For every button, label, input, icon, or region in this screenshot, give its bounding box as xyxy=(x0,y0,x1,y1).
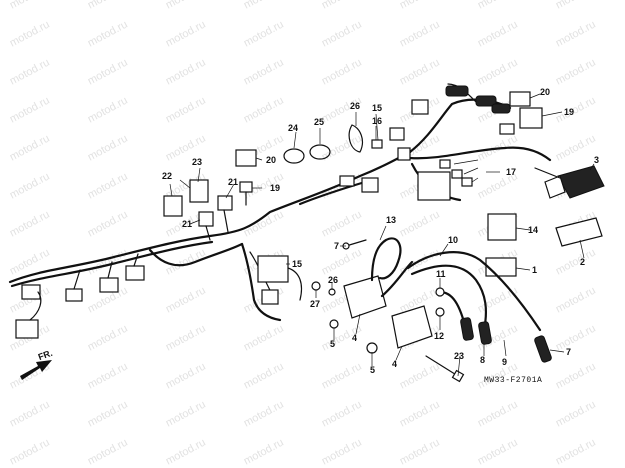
callout-5: 5 xyxy=(370,365,376,375)
callout-24: 26 xyxy=(328,275,339,285)
fuse-box xyxy=(417,171,451,201)
ignition-coil-lower xyxy=(391,305,433,349)
callout-14: 15 xyxy=(372,103,383,113)
callout-7: 9 xyxy=(502,357,508,367)
callout-18: 20 xyxy=(266,155,277,165)
clamp-21-left xyxy=(283,148,305,164)
screw-5b xyxy=(366,342,378,354)
relay-20-left xyxy=(163,195,183,217)
grommet-9 xyxy=(435,287,445,297)
connector-15 xyxy=(397,147,411,161)
fuse-27 xyxy=(461,177,473,187)
fuse-26a xyxy=(439,159,451,169)
callout-20: 23 xyxy=(192,157,203,167)
clip-22 xyxy=(348,124,364,153)
plug-cap-mid xyxy=(478,321,492,345)
screw-25 xyxy=(311,281,321,291)
callout-3: 3 xyxy=(594,155,600,165)
callout-11: 13 xyxy=(386,215,397,225)
callout-15: 16 xyxy=(372,116,383,126)
module-1 xyxy=(485,257,517,277)
plug-cap-right xyxy=(534,335,552,363)
callout-19: 21 xyxy=(228,177,239,187)
connector-19b xyxy=(217,195,233,211)
bolt-23 xyxy=(425,355,459,377)
connector-c xyxy=(65,288,83,302)
center-connector xyxy=(361,177,379,193)
connector-17-upper xyxy=(239,181,253,193)
plug-cap-left xyxy=(460,317,474,341)
relay-20-right xyxy=(189,179,209,203)
callout-13: 15 xyxy=(292,259,303,269)
drawing-code: MW33-F2701A xyxy=(484,376,543,385)
callout-21: 24 xyxy=(288,123,299,133)
connector-e xyxy=(125,265,145,281)
callout-7: 8 xyxy=(480,355,486,365)
callout-17: 19 xyxy=(270,183,281,193)
callout-12: 14 xyxy=(528,225,539,235)
callout-15: 17 xyxy=(506,167,517,177)
callout-1: 1 xyxy=(532,265,538,275)
top-connector-a xyxy=(445,85,469,97)
unit-2 xyxy=(555,217,603,247)
callout-6: 7 xyxy=(566,347,572,357)
connector-14 xyxy=(389,127,405,141)
top-connector-b xyxy=(475,95,497,107)
clamp-21-right xyxy=(309,144,331,160)
callout-5: 5 xyxy=(330,339,336,349)
callout-4: 4 xyxy=(392,359,398,369)
connector-d xyxy=(99,277,119,293)
callout-6: 7 xyxy=(334,241,340,251)
screw-5a xyxy=(329,319,339,329)
callout-20: 22 xyxy=(162,171,173,181)
callout-17: 20 xyxy=(540,87,551,97)
module-12 xyxy=(487,213,517,241)
top-connector-c xyxy=(491,103,511,114)
front-arrow-icon xyxy=(20,360,52,380)
callout-25: 27 xyxy=(310,299,321,309)
callout-23: 23 xyxy=(454,351,465,361)
callout-9: 11 xyxy=(436,269,446,279)
clip-14 xyxy=(371,139,383,149)
callout-4: 4 xyxy=(352,333,358,343)
main-harness-trunk xyxy=(8,150,412,284)
relay-16 xyxy=(519,107,543,129)
center-connector-b xyxy=(339,175,355,187)
relay-17-right xyxy=(509,91,531,107)
grommet-10 xyxy=(435,307,445,317)
relay-18-upper xyxy=(235,149,257,167)
callout-10: 12 xyxy=(434,331,445,341)
callout-21: 25 xyxy=(314,117,325,127)
callout-8: 10 xyxy=(448,235,459,245)
callout-19: 21 xyxy=(182,219,193,229)
connector-16b xyxy=(499,123,515,135)
top-connector-d xyxy=(411,99,429,115)
relay-19 xyxy=(198,211,214,227)
ignition-coil-upper xyxy=(343,275,387,319)
left-connector-a xyxy=(21,284,41,300)
callout-16: 19 xyxy=(564,107,575,117)
unit-3 xyxy=(557,165,605,199)
callout-2: 2 xyxy=(580,257,586,267)
callout-22: 26 xyxy=(350,101,361,111)
control-unit-13 xyxy=(257,255,289,283)
connector-13b xyxy=(261,289,279,305)
fuse-26b xyxy=(451,169,463,179)
left-connector-b xyxy=(15,319,39,339)
